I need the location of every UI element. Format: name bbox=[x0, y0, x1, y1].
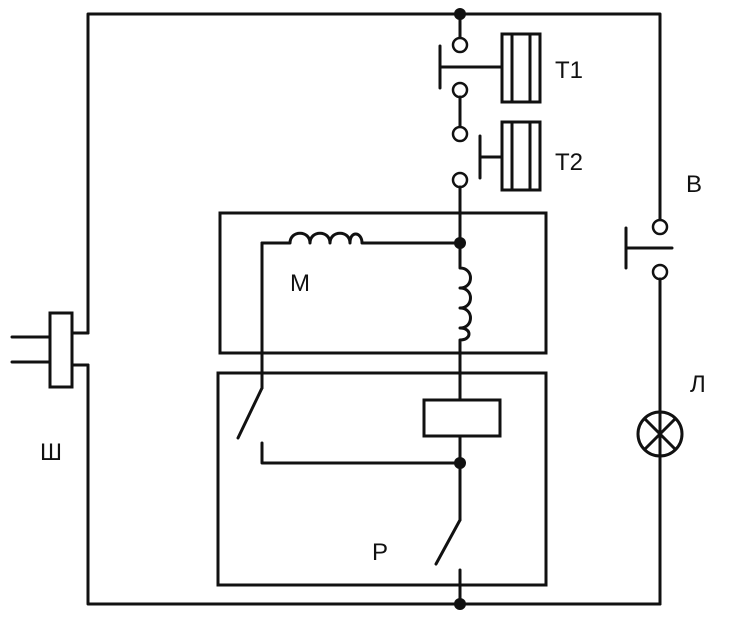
plug bbox=[10, 311, 90, 389]
t2-switch-bar bbox=[478, 134, 504, 180]
motor-start-winding bbox=[260, 231, 462, 245]
motor-enclosure bbox=[218, 211, 548, 355]
t2-sensor-inner bbox=[510, 120, 532, 192]
door-switch-bar bbox=[624, 226, 674, 270]
thermostat-2-label: Т2 bbox=[555, 149, 583, 176]
t1-contact-bottom bbox=[451, 81, 469, 99]
t1-sensor-inner bbox=[510, 32, 532, 104]
t2-sensor-body bbox=[500, 120, 542, 192]
thermostat-1-label: Т1 bbox=[555, 57, 583, 84]
thermostat-1 bbox=[438, 12, 542, 104]
lamp-label: Л bbox=[690, 371, 706, 398]
door-switch-contact-bottom bbox=[651, 263, 669, 281]
plug-label: Ш bbox=[40, 439, 62, 466]
motor-run-winding bbox=[458, 241, 472, 402]
door-switch-contact-top bbox=[651, 218, 669, 236]
lamp-filament-cross bbox=[643, 417, 677, 451]
t1-contact-top bbox=[451, 36, 469, 54]
t1-switch-bar bbox=[438, 44, 504, 90]
wire-start-return bbox=[260, 441, 462, 465]
t2-contact-top bbox=[451, 125, 469, 143]
thermostat-2 bbox=[451, 120, 542, 192]
relay-enclosure bbox=[216, 371, 548, 587]
motor-label: М bbox=[290, 270, 310, 297]
relay-thermal-contact bbox=[434, 518, 462, 566]
t2-contact-bottom bbox=[451, 171, 469, 189]
relay-start-contact bbox=[236, 386, 264, 440]
door-switch-label: В bbox=[686, 171, 702, 198]
wire-bottom-bus bbox=[86, 280, 662, 606]
t1-sensor-body bbox=[500, 32, 542, 104]
relay-coil bbox=[422, 398, 502, 438]
relay-label: Р bbox=[372, 539, 388, 566]
plug-body bbox=[48, 311, 74, 389]
door-switch bbox=[624, 218, 674, 281]
wire-top-bus bbox=[86, 12, 662, 335]
